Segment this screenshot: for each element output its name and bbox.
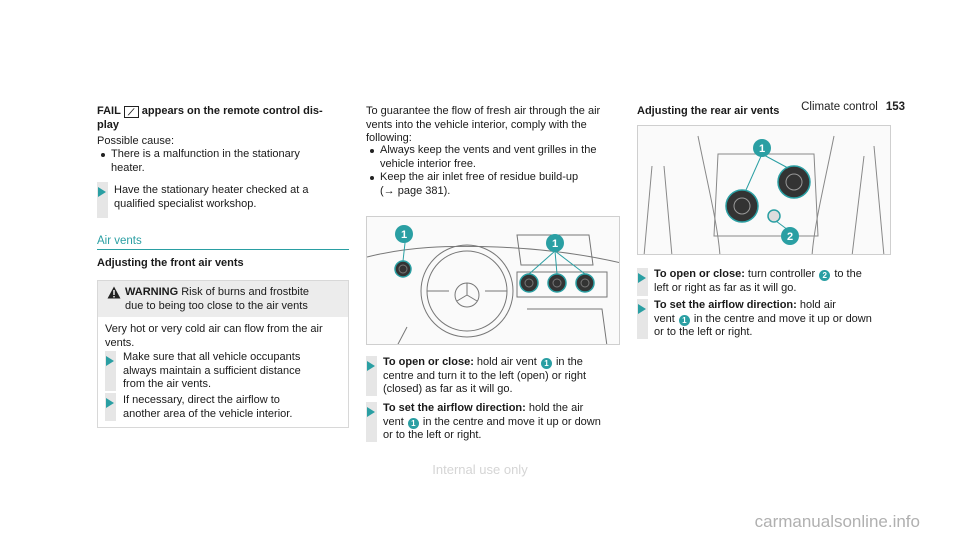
running-header: Climate control 153 bbox=[801, 101, 905, 113]
step-bar bbox=[366, 356, 377, 396]
section-name: Climate control bbox=[801, 101, 878, 113]
step-arrow-icon bbox=[367, 407, 375, 417]
step-arrow-icon bbox=[106, 356, 114, 366]
rear-vents-illustration: 1 2 bbox=[637, 125, 891, 255]
step-arrow-icon bbox=[638, 304, 646, 314]
rear-airflow-direction: To set the airflow direction: hold air v… bbox=[654, 299, 872, 338]
callout-1: 1 bbox=[401, 229, 407, 241]
bullet-text-2: Keep the air inlet free of residue build… bbox=[380, 171, 579, 197]
intro-text: To guarantee the flow of fresh air throu… bbox=[366, 105, 601, 144]
subheading-rear: Adjusting the rear air vents bbox=[637, 105, 780, 117]
step-bar bbox=[105, 351, 116, 391]
callout-1-badge: 1 bbox=[540, 358, 552, 369]
dashboard-drawing: 1 1 bbox=[367, 225, 619, 344]
section-rule bbox=[97, 249, 349, 250]
step-arrow-icon bbox=[638, 273, 646, 283]
step-bar bbox=[366, 402, 377, 442]
bullet bbox=[370, 149, 374, 153]
watermark: Internal use only bbox=[432, 462, 528, 477]
callout-1: 1 bbox=[759, 143, 765, 155]
rear-open-close: To open or close: turn controller 2 to t… bbox=[654, 268, 862, 294]
warning-text: WARNING Risk of burns and frostbite due … bbox=[125, 286, 310, 312]
warning-body: Very hot or very cold air can flow from … bbox=[105, 323, 323, 349]
footer-site: carmanualsonline.info bbox=[754, 512, 920, 531]
warning-header bbox=[98, 281, 348, 317]
callout-1-badge: 1 bbox=[407, 417, 419, 429]
callout-1: 1 bbox=[552, 238, 558, 250]
section-title: Air vents bbox=[97, 235, 142, 247]
bullet bbox=[101, 153, 105, 157]
cause-text: There is a malfunction in the stationary… bbox=[111, 148, 300, 174]
step-bar bbox=[637, 299, 648, 339]
page-number: 153 bbox=[885, 101, 905, 113]
step-bar bbox=[97, 182, 108, 218]
remote-key-icon: ⟋ bbox=[123, 106, 139, 118]
callout-2-badge: 2 bbox=[819, 270, 831, 281]
front-airflow-direction: To set the airflow direction: hold the a… bbox=[383, 402, 601, 441]
callout-2: 2 bbox=[787, 231, 793, 243]
front-open-close: To open or close: hold air vent 1 in the… bbox=[383, 356, 587, 395]
callout-1-badge: 1 bbox=[678, 314, 690, 326]
rear-console-drawing: 1 2 bbox=[643, 135, 885, 254]
step-arrow-icon bbox=[367, 361, 375, 371]
fail-heading: FAIL ⟋ appears on the remote control dis… bbox=[97, 105, 323, 131]
bullet bbox=[370, 176, 374, 180]
subheading-front: Adjusting the front air vents bbox=[97, 257, 244, 269]
warning-box: WARNING Risk of burns and frostbite due … bbox=[97, 280, 349, 428]
warning-triangle-icon bbox=[107, 286, 121, 299]
step-arrow-icon bbox=[98, 187, 106, 197]
step-arrow-icon bbox=[106, 398, 114, 408]
possible-cause: Possible cause: bbox=[97, 135, 175, 147]
front-vents-illustration: 1 1 bbox=[366, 216, 620, 345]
bullet-text-1: Always keep the vents and vent grilles i… bbox=[380, 144, 597, 170]
